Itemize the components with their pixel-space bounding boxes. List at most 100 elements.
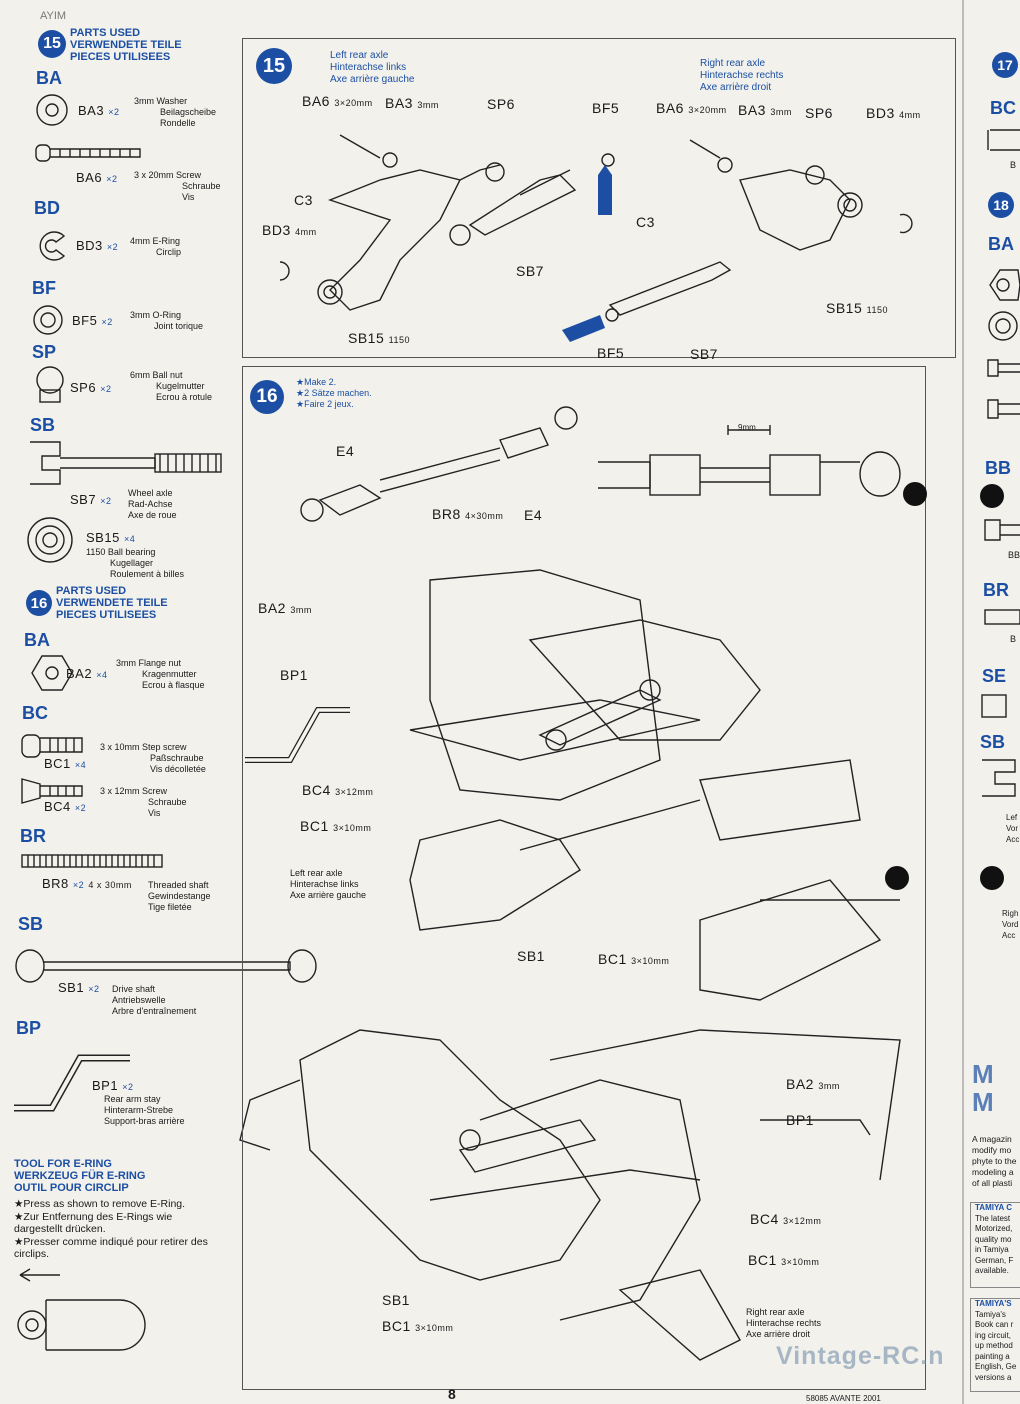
label-bd3-right: BD3 4mm	[866, 105, 921, 121]
wheel-axle-icon	[30, 441, 222, 485]
right-strip-icons	[981, 129, 1020, 797]
flange-nut-icon	[31, 655, 73, 691]
binder-hole-right-bottom	[980, 866, 1004, 890]
step16-panel-badge: 16	[250, 380, 284, 414]
part-bd3-desc: 4mm E-Ring Circlip	[130, 236, 182, 257]
grease-tube-icon	[562, 165, 612, 342]
label-sb15-right: SB15 1150	[826, 300, 888, 316]
step15-drawing	[279, 134, 913, 322]
right-letter-bc: BC	[990, 98, 1016, 118]
o-ring-icon	[33, 305, 63, 335]
screw-icon	[35, 144, 141, 162]
part-ba2: BA2 ×4	[66, 666, 108, 681]
footer-product-code: 58085 AVANTE 2001	[806, 1394, 881, 1403]
step15-badge: 15	[38, 30, 66, 58]
step15-panel	[242, 38, 956, 358]
group-letter-bf: BF	[32, 278, 56, 298]
label-sp6-right: SP6	[805, 105, 833, 121]
label-bp1-bottom: BP1	[786, 1112, 814, 1128]
label-sb1-top: SB1	[517, 948, 545, 964]
part-sb7: SB7 ×2	[70, 492, 112, 507]
right-fragment-1: BB	[1008, 550, 1020, 560]
part-sp6: SP6 ×2	[70, 380, 112, 395]
step17-badge: 17	[992, 52, 1018, 78]
group-letter-bc: BC	[22, 703, 48, 723]
part-sb1: SB1 ×2	[58, 980, 100, 995]
part-bc4: BC4 ×2	[44, 799, 87, 814]
part-bc1-desc: 3 x 10mm Step screw Paßschraube Vis déco…	[100, 742, 206, 774]
group-letter-sb-16: SB	[18, 914, 44, 934]
label-ba6-left: BA6 3×20mm	[302, 93, 373, 109]
step-screw-icon	[21, 734, 83, 758]
group-letter-br: BR	[20, 826, 46, 846]
step16-panel	[242, 366, 926, 1390]
parts-used-heading-16: PARTS USED VERWENDETE TEILE PIECES UTILI…	[56, 585, 168, 621]
tool-heading: TOOL FOR E-RING WERKZEUG FÜR E-RING OUTI…	[14, 1158, 146, 1194]
group-letter-sp: SP	[32, 342, 57, 362]
label-sb1-bottom: SB1	[382, 1292, 410, 1308]
label-e4-right: E4	[524, 507, 543, 523]
label-sp6-left: SP6	[487, 96, 515, 112]
ball-bearing-icon	[27, 517, 73, 563]
label-bc1-bottom-right: BC1 3×10mm	[748, 1252, 820, 1268]
group-letter-ba-16: BA	[24, 630, 50, 650]
right-letter-bb: BB	[985, 458, 1011, 478]
right-letter-sb: SB	[980, 732, 1006, 752]
label-bc1-bottom-left: BC1 3×10mm	[382, 1318, 454, 1334]
binder-hole-middle	[885, 866, 909, 890]
label-bc1-top: BC1 3×10mm	[300, 818, 372, 834]
part-br8: BR8 ×2 4 x 30mm	[42, 876, 132, 891]
group-letter-bp: BP	[16, 1018, 42, 1038]
tool-instructions: ★Press as shown to remove E-Ring. ★Zur E…	[14, 1198, 208, 1260]
label-ba3-right: BA3 3mm	[738, 102, 792, 118]
part-bf5: BF5 ×2	[72, 313, 113, 328]
part-ba3: BA3 ×2	[78, 103, 120, 118]
part-bd3: BD3 ×2	[76, 238, 119, 253]
part-sb1-desc: Drive shaft Antriebswelle Arbre d'entraî…	[112, 984, 197, 1016]
part-sb15: SB15 ×4	[86, 530, 136, 545]
right-letter-br: BR	[983, 580, 1009, 600]
label-ba2-bottom: BA2 3mm	[786, 1076, 840, 1092]
step16-badge: 16	[26, 590, 52, 616]
drive-shaft-icon	[15, 949, 317, 983]
label-bc1-middle: BC1 3×10mm	[598, 951, 670, 967]
page-number: 8	[448, 1386, 456, 1402]
part-sb15-desc: 1150 Ball bearing Kugellager Roulement à…	[86, 547, 185, 579]
step18-badge: 18	[988, 192, 1014, 218]
label-sb7-right: SB7	[690, 346, 718, 362]
label-bp1-top: BP1	[280, 667, 308, 683]
step16-drawing	[239, 406, 901, 1361]
label-sb15-left: SB15 1150	[348, 330, 410, 346]
label-e4-left: E4	[336, 443, 355, 459]
right-letter-se: SE	[982, 666, 1007, 686]
threaded-shaft-icon	[21, 854, 163, 868]
e-ring-icon	[39, 231, 66, 261]
binder-hole-right-top	[980, 484, 1004, 508]
watermark-logo: Vintage-RC.n	[776, 1342, 945, 1370]
label-c3-right: C3	[636, 214, 655, 230]
parts-used-heading-15: PARTS USED VERWENDETE TEILE PIECES UTILI…	[70, 27, 182, 63]
part-bp1-desc: Rear arm stay Hinterarm-Strebe Support-b…	[104, 1094, 185, 1126]
label-bc4-bottom: BC4 3×12mm	[750, 1211, 822, 1227]
binder-hole-top	[903, 482, 927, 506]
right-fragment-2: B	[1010, 634, 1017, 644]
label-c3-left: C3	[294, 192, 313, 208]
part-ba2-desc: 3mm Flange nut Kragenmutter Ecrou à flas…	[116, 658, 205, 690]
part-sp6-desc: 6mm Ball nut Kugelmutter Ecrou à rotule	[130, 370, 213, 402]
rear-arm-stay-icon	[14, 1054, 130, 1112]
label-bd3-left: BD3 4mm	[262, 222, 317, 238]
part-ba3-desc: 3mm Washer Beilagscheibe Rondelle	[134, 96, 217, 128]
right-letter-ba: BA	[988, 234, 1014, 254]
label-ba3-left: BA3 3mm	[385, 95, 439, 111]
ball-nut-icon	[36, 366, 64, 403]
label-br8: BR8 4×30mm	[432, 506, 504, 522]
group-letter-ba: BA	[36, 68, 62, 88]
